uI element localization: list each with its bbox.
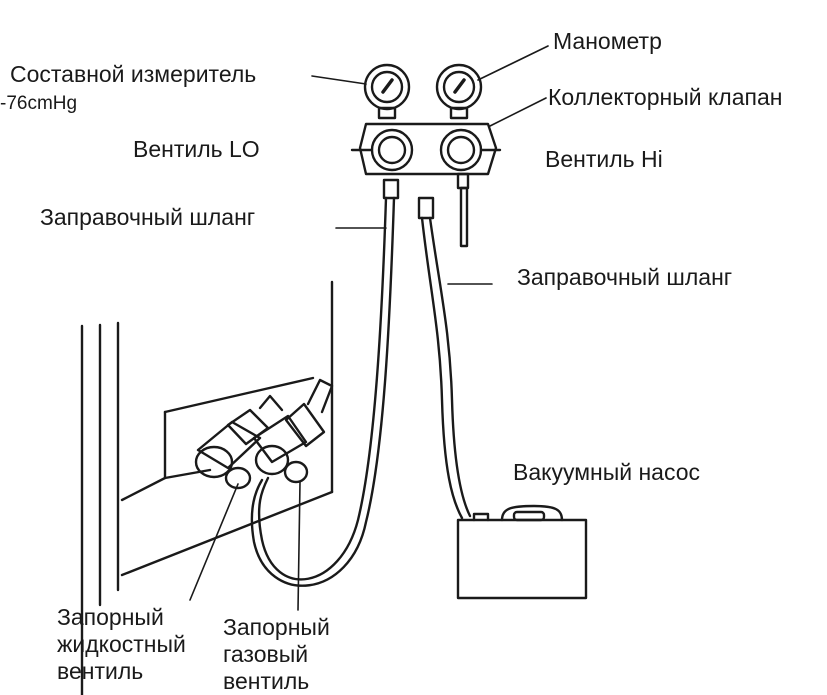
vacuum-pump	[456, 504, 588, 600]
label-valve-lo: Вентиль LO	[133, 136, 260, 162]
label-liquid-stop-valve: Запорный жидкостный вентиль	[57, 604, 186, 685]
manifold-gauge-set	[350, 63, 502, 248]
charging-hoses	[250, 196, 472, 587]
outdoor-unit	[80, 280, 334, 695]
label-gas-stop-valve: Запорный газовый вентиль	[223, 614, 330, 695]
label-gas-stop-valve-line: вентиль	[223, 668, 310, 694]
label-valve-hi: Вентиль Hi	[545, 146, 663, 172]
label-pressure-gauge: Манометр	[553, 28, 662, 54]
label-charging-hose-left: Заправочный шланг	[40, 204, 256, 230]
label-compound-gauge: Составной измеритель	[10, 61, 257, 87]
leader-lines	[189, 45, 549, 611]
label-gas-stop-valve-line: газовый	[223, 641, 309, 667]
label-liquid-stop-valve-line: Запорный	[57, 604, 164, 630]
label-vacuum-pump: Вакуумный насос	[513, 459, 701, 485]
label-liquid-stop-valve-line: вентиль	[57, 658, 144, 684]
label-liquid-stop-valve-line: жидкостный	[57, 631, 186, 657]
label-compound-gauge-value: -76cmHg	[0, 93, 78, 114]
label-gas-stop-valve-line: Запорный	[223, 614, 330, 640]
service-valves	[194, 378, 334, 490]
label-charging-hose-right: Заправочный шланг	[517, 264, 733, 290]
label-manifold-valve: Коллекторный клапан	[548, 84, 783, 110]
